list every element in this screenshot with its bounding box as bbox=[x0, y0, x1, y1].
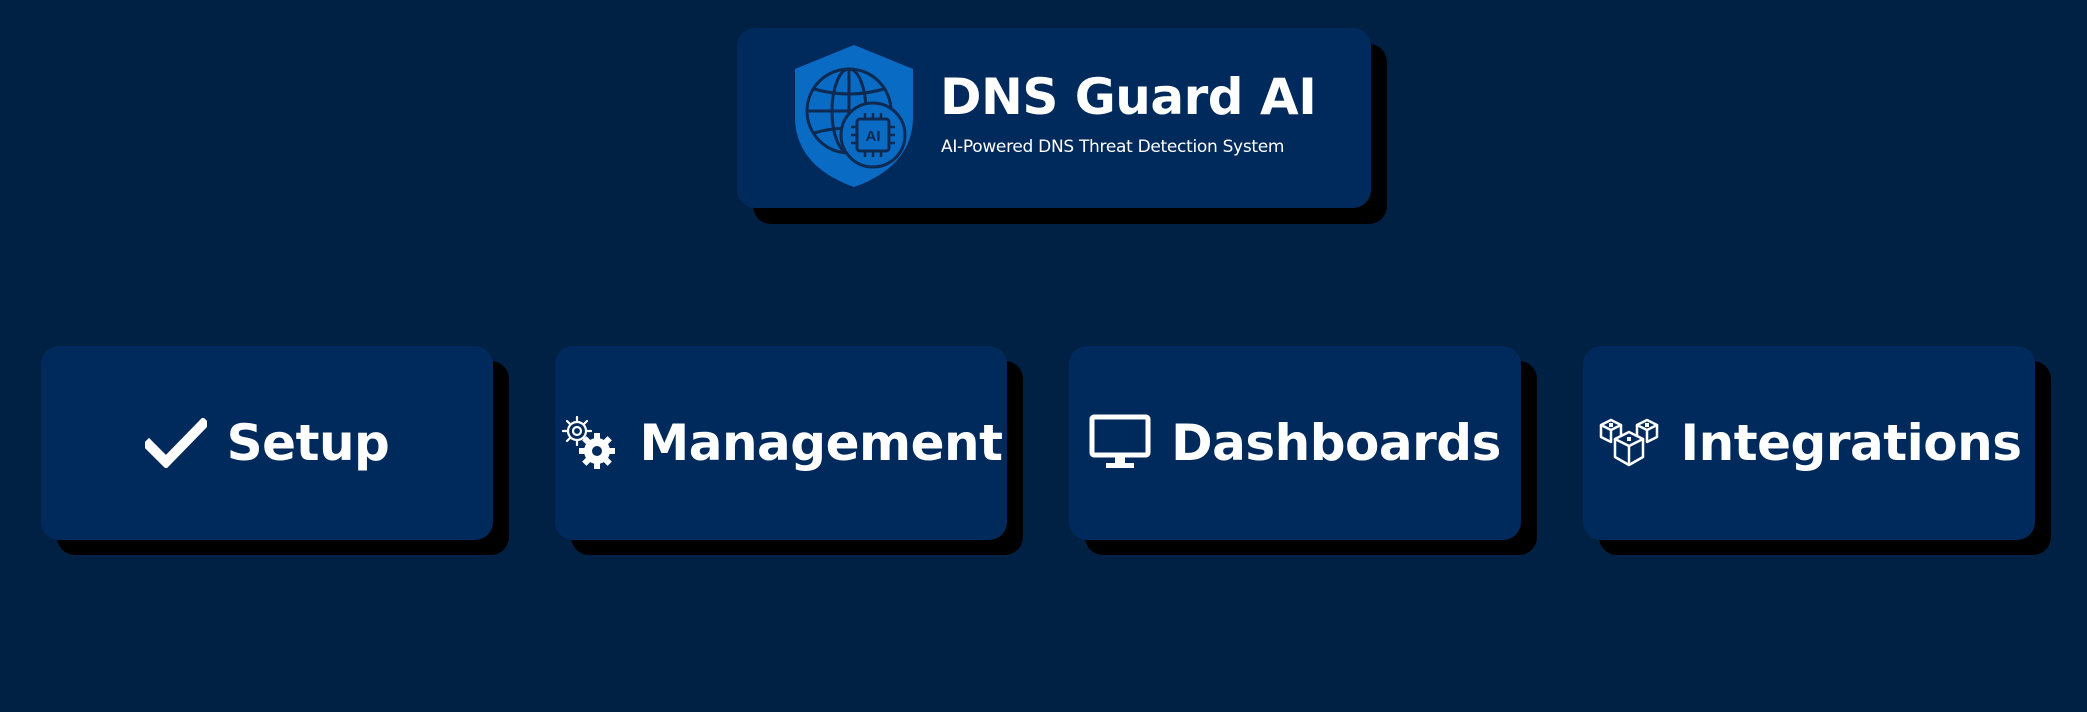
app-subtitle: AI-Powered DNS Threat Detection System bbox=[941, 137, 1285, 157]
setup-button[interactable]: Setup bbox=[41, 346, 493, 540]
shield-globe-ai-logo-icon: AI bbox=[795, 45, 913, 187]
monitor-icon bbox=[1089, 414, 1151, 472]
management-button[interactable]: Management bbox=[555, 346, 1007, 540]
dashboards-button[interactable]: Dashboards bbox=[1069, 346, 1521, 540]
dashboards-label: Dashboards bbox=[1171, 414, 1501, 472]
app-title: DNS Guard AI bbox=[940, 68, 1317, 126]
integrations-label: Integrations bbox=[1680, 414, 2022, 472]
integrations-button[interactable]: Integrations bbox=[1583, 346, 2035, 540]
logo-chip-text: AI bbox=[866, 128, 881, 145]
checkmark-icon bbox=[144, 418, 207, 468]
management-label: Management bbox=[639, 414, 1003, 472]
cubes-icon bbox=[1597, 415, 1661, 471]
setup-label: Setup bbox=[226, 414, 390, 472]
header-card: AI DNS Guard AI AI-Powered DNS Threat De… bbox=[737, 28, 1371, 208]
gears-icon bbox=[559, 413, 619, 473]
